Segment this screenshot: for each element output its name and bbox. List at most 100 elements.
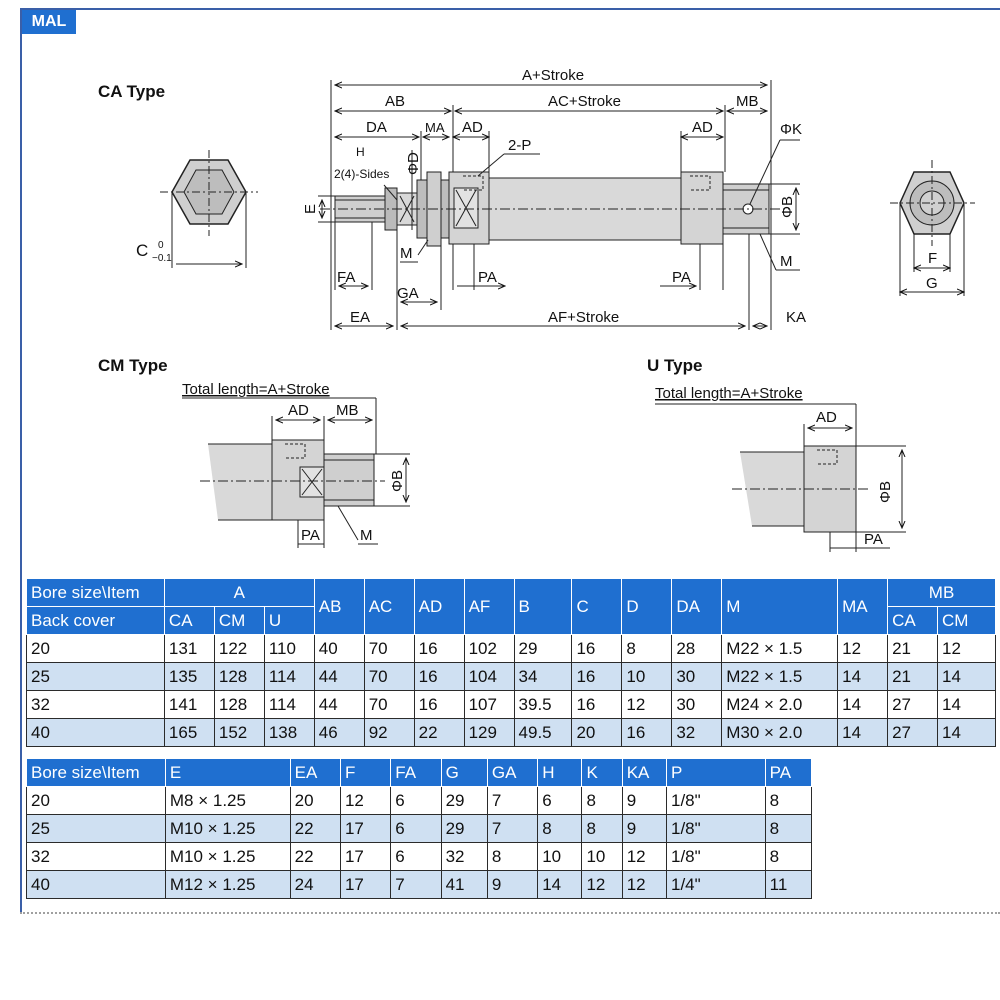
dim-ac-stroke: AC+Stroke xyxy=(548,93,621,110)
table-cell: 12 xyxy=(621,870,668,899)
table-cell: 28 xyxy=(671,634,723,663)
ca-type-label: CA Type xyxy=(98,82,166,101)
th-af: AF xyxy=(463,578,515,635)
dim-m-rear: M xyxy=(780,253,793,270)
table-cell: M10 × 1.25 xyxy=(164,814,291,843)
table-cell: 30 xyxy=(671,662,723,691)
table-cell: 8 xyxy=(581,814,623,843)
table-cell: 22 xyxy=(413,718,465,747)
th-a-ca: CA xyxy=(163,606,215,635)
table-cell: 20 xyxy=(571,718,623,747)
table-cell: 14 xyxy=(937,690,996,719)
table-cell: 70 xyxy=(363,662,415,691)
table-cell: 20 xyxy=(289,786,341,815)
table-cell: 110 xyxy=(263,634,315,663)
table-header-cell: G xyxy=(440,758,488,787)
th-b: B xyxy=(513,578,573,635)
table-cell: 7 xyxy=(486,786,539,815)
table-header-cell: GA xyxy=(486,758,539,787)
th-back-cover: Back cover xyxy=(26,606,165,635)
table-cell: 27 xyxy=(887,690,939,719)
table-cell: M12 × 1.25 xyxy=(164,870,291,899)
table-cell: M30 × 2.0 xyxy=(721,718,839,747)
table-cell: 131 xyxy=(163,634,215,663)
table-cell: 17 xyxy=(339,814,392,843)
dim-2p: 2-P xyxy=(508,137,531,154)
table-cell: 32 xyxy=(26,690,165,719)
table-cell: 8 xyxy=(621,634,673,663)
table-cell: 8 xyxy=(764,814,813,843)
dim-c-tol-bot: −0.1 xyxy=(152,253,172,264)
table-cell: 34 xyxy=(513,662,573,691)
ca-left-end-view xyxy=(160,150,258,268)
th-ma: MA xyxy=(837,578,889,635)
table-header-cell: PA xyxy=(764,758,813,787)
table-cell: 14 xyxy=(937,718,996,747)
table-cell: 12 xyxy=(621,842,668,871)
table-cell: 129 xyxy=(463,718,515,747)
table-cell: 29 xyxy=(513,634,573,663)
table-cell: 27 xyxy=(887,718,939,747)
table-cell: 9 xyxy=(621,814,668,843)
dim-c-tol-top: 0 xyxy=(158,240,164,251)
th-ab: AB xyxy=(313,578,365,635)
th-a-u: U xyxy=(263,606,315,635)
dim-ad-front: AD xyxy=(462,119,483,136)
table-cell: 24 xyxy=(289,870,341,899)
table-cell: 92 xyxy=(363,718,415,747)
dim-sides: 2(4)-Sides xyxy=(334,167,389,181)
dim-c: C xyxy=(136,241,148,260)
dim-ka: KA xyxy=(786,309,806,326)
table-cell: 128 xyxy=(213,662,265,691)
table-cell: 25 xyxy=(26,814,166,843)
table-cell: 7 xyxy=(390,870,442,899)
table-cell: 46 xyxy=(313,718,365,747)
dim-phib: ΦB xyxy=(779,196,796,218)
table-cell: 21 xyxy=(887,662,939,691)
th-da: DA xyxy=(671,578,723,635)
table-cell: 14 xyxy=(937,662,996,691)
dim-ab: AB xyxy=(385,93,405,110)
table-header-cell: K xyxy=(581,758,623,787)
dim-a-stroke: A+Stroke xyxy=(522,67,584,84)
bottom-divider xyxy=(20,912,1000,917)
table-cell: 16 xyxy=(413,634,465,663)
table-cell: 14 xyxy=(837,690,889,719)
table-cell: 1/4" xyxy=(666,870,766,899)
table-cell: 25 xyxy=(26,662,165,691)
table-cell: 16 xyxy=(571,634,623,663)
th-a-cm: CM xyxy=(213,606,265,635)
table-cell: 30 xyxy=(671,690,723,719)
table-cell: 21 xyxy=(887,634,939,663)
table-cell: 12 xyxy=(581,870,623,899)
dim-da: DA xyxy=(366,119,387,136)
cm-dim-ad: AD xyxy=(288,402,309,419)
th-ad: AD xyxy=(413,578,465,635)
table-cell: 104 xyxy=(463,662,515,691)
table-header-cell: E xyxy=(164,758,291,787)
dim-m-front: M xyxy=(400,245,413,262)
table-cell: 16 xyxy=(571,690,623,719)
dim-f: F xyxy=(928,250,937,267)
table-cell: M10 × 1.25 xyxy=(164,842,291,871)
table-cell: 128 xyxy=(213,690,265,719)
table-header-cell: P xyxy=(666,758,766,787)
th-mb-ca: CA xyxy=(887,606,939,635)
dim-pa-front: PA xyxy=(478,269,497,286)
dim-mb: MB xyxy=(736,93,759,110)
table-cell: 40 xyxy=(313,634,365,663)
table-cell: 20 xyxy=(26,634,165,663)
dim-af-stroke: AF+Stroke xyxy=(548,309,619,326)
table-cell: 17 xyxy=(339,842,392,871)
table-cell: M24 × 2.0 xyxy=(721,690,839,719)
table-cell: 10 xyxy=(537,842,583,871)
table-cell: 6 xyxy=(537,786,583,815)
table-cell: 70 xyxy=(363,690,415,719)
cm-total-length: Total length=A+Stroke xyxy=(182,381,330,398)
table-cell: 114 xyxy=(263,690,315,719)
table-cell: 44 xyxy=(313,690,365,719)
